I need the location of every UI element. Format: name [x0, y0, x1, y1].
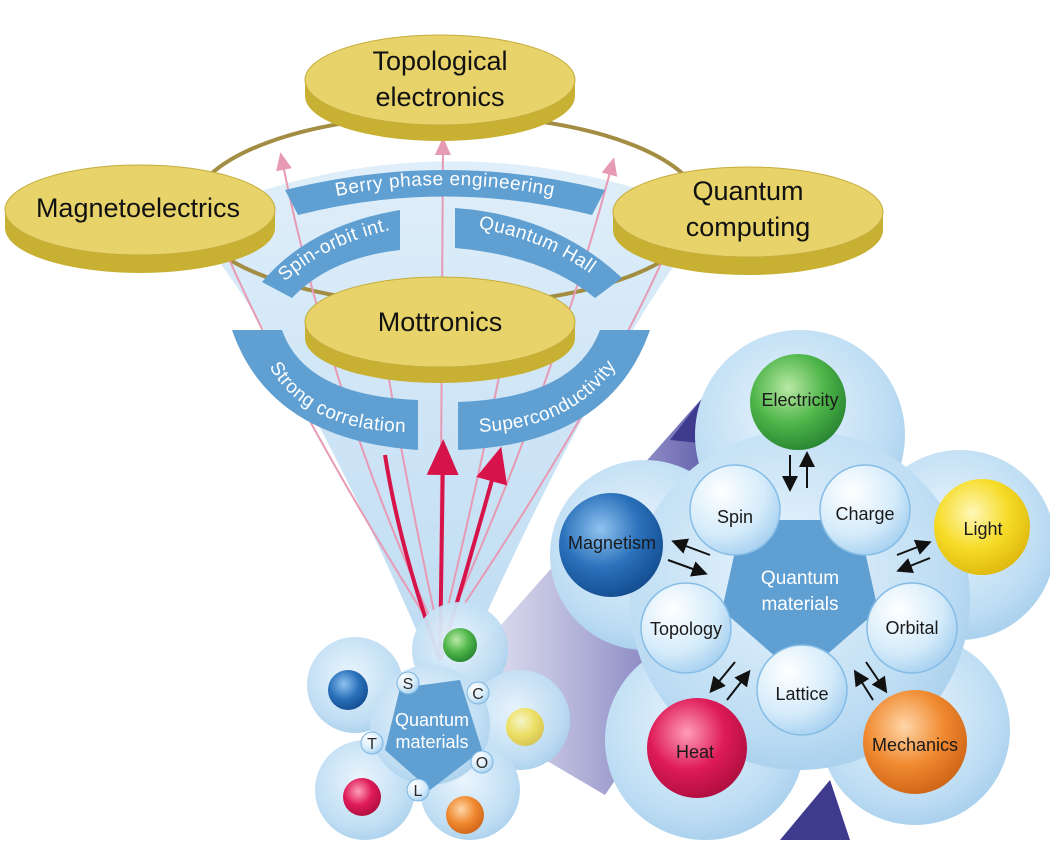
- disc-magnetoelectrics: Magnetoelectrics: [4, 164, 276, 273]
- magnetism-sphere: [559, 493, 663, 597]
- spin-label: Spin: [717, 507, 753, 527]
- arrow-magnetism-out: [671, 538, 711, 556]
- arrow-mechanics-out: [865, 661, 888, 694]
- lattice-label: Lattice: [775, 684, 828, 704]
- mini-magnetism-sphere: [328, 670, 368, 710]
- mini-s-label: S: [403, 676, 414, 693]
- mini-t-label: T: [367, 736, 377, 753]
- mini-s-bubble: [396, 671, 420, 695]
- arrow-heat-in: [726, 669, 751, 701]
- disc-mottronics: Mottronics: [304, 276, 576, 383]
- mini-core-line2: materials: [395, 732, 468, 752]
- arrow-light-in: [896, 557, 931, 573]
- charge-sphere: [819, 464, 911, 556]
- orbital-label: Orbital: [885, 618, 938, 638]
- mini-core-line1: Quantum: [395, 710, 469, 730]
- mini-l-label: L: [414, 783, 423, 800]
- disc-quantum-computing-line1: Quantum: [692, 176, 803, 206]
- light-sphere: [934, 479, 1030, 575]
- spin-sphere: [689, 464, 781, 556]
- disc-quantum-computing-line2: computing: [686, 212, 811, 242]
- disc-topological-line1: Topological: [372, 46, 507, 76]
- orbital-sphere: [866, 582, 958, 674]
- light-label: Light: [963, 519, 1002, 539]
- core-label-line1: Quantum: [761, 568, 839, 589]
- band-berry: Berry phase engineering: [285, 169, 605, 215]
- mini-cluster: Quantum materials S C O L T: [307, 602, 570, 840]
- disc-topological: Topological electronics: [304, 34, 576, 141]
- mini-electricity-sphere: [443, 628, 477, 662]
- arrow-mechanics-in: [853, 669, 874, 701]
- mechanics-sphere: [863, 690, 967, 794]
- disc-topological-line2: electronics: [375, 82, 504, 112]
- mini-light-sphere: [506, 708, 544, 746]
- mini-c-label: C: [472, 686, 484, 703]
- topology-sphere: [640, 582, 732, 674]
- core-pentagon: [722, 520, 878, 678]
- mini-core-shape: [385, 680, 482, 790]
- arrow-magnetism-in: [667, 559, 708, 577]
- pink-arrow-5: [439, 254, 666, 641]
- charge-label: Charge: [835, 504, 894, 524]
- mini-o-bubble: [470, 750, 494, 774]
- mini-heat-sphere: [343, 778, 381, 816]
- mini-mechanics-sphere: [446, 796, 484, 834]
- core-label-line2: materials: [761, 594, 838, 615]
- electricity-label: Electricity: [761, 390, 838, 410]
- mini-o-label: O: [476, 755, 488, 772]
- zoom-wedge-tip-bottom: [780, 780, 850, 840]
- mini-c-bubble: [466, 681, 490, 705]
- inner-spheres: [640, 464, 958, 736]
- heat-sphere: [647, 698, 747, 798]
- arrow-heat-out: [709, 661, 736, 694]
- lattice-sphere: [756, 644, 848, 736]
- mini-t-bubble: [360, 731, 384, 755]
- mechanics-label: Mechanics: [872, 735, 958, 755]
- electricity-sphere: [750, 354, 846, 450]
- disc-mottronics-label: Mottronics: [378, 307, 503, 337]
- pink-arrow-4: [224, 249, 441, 641]
- topology-label: Topology: [650, 619, 722, 639]
- magnetism-label: Magnetism: [568, 533, 656, 553]
- exchange-arrows: [667, 451, 932, 701]
- disc-quantum-computing: Quantum computing: [612, 166, 884, 275]
- mini-l-bubble: [406, 778, 430, 802]
- arrow-light-out: [896, 539, 932, 556]
- disc-magnetoelectrics-label: Magnetoelectrics: [36, 193, 240, 223]
- heat-label: Heat: [676, 742, 714, 762]
